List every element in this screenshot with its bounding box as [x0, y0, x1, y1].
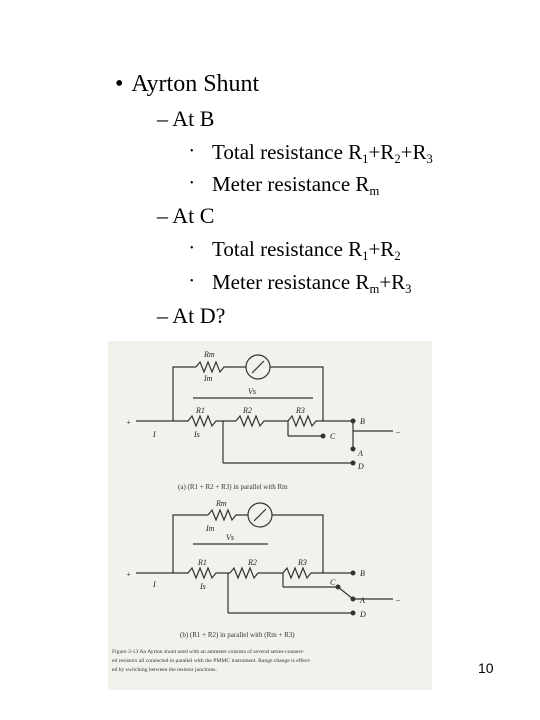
label-rm: Rm: [215, 499, 227, 508]
terminal-c: [335, 584, 341, 590]
label-minus: –: [395, 595, 401, 604]
caption-b: (b) (R1 + R2) in parallel with (Rm + R3): [180, 631, 295, 639]
page-number: 10: [478, 660, 494, 676]
label-im: Im: [203, 374, 213, 383]
label-i: I: [152, 430, 156, 439]
label-is: Is: [199, 582, 206, 591]
r2-resistor: [235, 414, 288, 428]
label-b: B: [360, 569, 365, 578]
label-d: D: [357, 462, 364, 471]
meter-needle: [253, 508, 267, 522]
bullet-dot: •: [190, 243, 194, 255]
caption-line: ed resistors all connected in parallel w…: [112, 657, 311, 664]
sub: 2: [394, 152, 401, 167]
caption-line: ed by switching between the resistor jun…: [112, 667, 217, 673]
r3-resistor: [282, 566, 323, 580]
bullet-ayrton-shunt: • Ayrton Shunt: [115, 72, 259, 96]
text: Meter resistance R: [212, 172, 370, 196]
sub: 3: [405, 282, 412, 297]
bullet-dot: •: [190, 146, 194, 158]
circuit-diagram: Rm Im Vs R1 R2 R3 Is I + B C A D – (a) (…: [112, 350, 401, 673]
r3-resistor: [287, 414, 353, 428]
caption-figure: Figure 3-13 An Ayrton shunt used with an…: [112, 648, 305, 655]
bullet-at-d: – At D?: [157, 303, 226, 328]
text: +R: [400, 140, 427, 164]
label-i: I: [152, 580, 156, 589]
switch-arm: [337, 586, 354, 600]
sub: 2: [394, 249, 401, 264]
label-r2: R2: [242, 406, 252, 415]
wire: [270, 366, 324, 413]
wire: [172, 366, 196, 413]
rm-resistor: [207, 508, 248, 522]
sub: 3: [426, 152, 433, 167]
r2-resistor: [229, 566, 283, 580]
label-plus: +: [126, 570, 131, 579]
ayrton-shunt-figure: Rm Im Vs R1 R2 R3 Is I + B C A D – (a) (…: [108, 341, 432, 690]
label-d: D: [359, 610, 366, 619]
label-r2: R2: [247, 558, 257, 567]
terminal-d: [350, 460, 356, 466]
label-plus: +: [126, 418, 131, 427]
label-a: A: [357, 449, 363, 458]
label-r1: R1: [197, 558, 207, 567]
terminal-c: [320, 433, 326, 439]
terminal-b: [350, 570, 356, 576]
label-b: B: [360, 417, 365, 426]
label-r3: R3: [297, 558, 307, 567]
label-is: Is: [193, 430, 200, 439]
terminal-d: [350, 610, 356, 616]
bullet-dot: •: [115, 71, 124, 97]
bullet-at-c-total: • Total resistance R1+R2: [190, 237, 401, 264]
bullet-dot: •: [190, 178, 194, 190]
label-r3: R3: [295, 406, 305, 415]
text: Meter resistance R: [212, 270, 370, 294]
label-r1: R1: [195, 406, 205, 415]
bullet-at-b-total: •Total resistance R1+R2+R3: [190, 140, 433, 167]
label-c: C: [330, 578, 336, 587]
text: +R: [368, 140, 395, 164]
text: Total resistance R: [212, 237, 363, 261]
label-vs: Vs: [248, 387, 256, 396]
bullet-at-b-meter: • Meter resistance Rm: [190, 172, 380, 199]
bullet-text: Ayrton Shunt: [131, 71, 260, 97]
bullet-at-c-meter: • Meter resistance Rm+R3: [190, 270, 412, 297]
label-c: C: [330, 432, 336, 441]
r1-resistor: [173, 566, 230, 580]
sub: m: [369, 282, 380, 297]
terminal-a: [350, 596, 356, 602]
bullet-dot: •: [190, 276, 194, 288]
terminal-a: [350, 446, 356, 452]
caption-a: (a) (R1 + R2 + R3) in parallel with Rm: [178, 483, 288, 491]
wire: [272, 514, 324, 573]
text: +R: [379, 270, 406, 294]
rm-resistor: [195, 360, 246, 374]
meter-needle: [251, 360, 265, 374]
label-minus: –: [395, 427, 401, 436]
label-a: A: [359, 596, 365, 605]
terminal-b: [350, 418, 356, 424]
sub: m: [369, 184, 380, 199]
label-vs: Vs: [226, 533, 234, 542]
text: +R: [368, 237, 395, 261]
label-rm: Rm: [203, 350, 215, 359]
label-im: Im: [205, 524, 215, 533]
r1-resistor: [173, 414, 236, 428]
sub: 1: [362, 152, 369, 167]
text: Total resistance R: [212, 140, 363, 164]
bullet-at-b: – At B: [157, 106, 215, 131]
sub: 1: [362, 249, 369, 264]
bullet-at-c: – At C: [157, 203, 215, 228]
wire: [172, 514, 208, 573]
